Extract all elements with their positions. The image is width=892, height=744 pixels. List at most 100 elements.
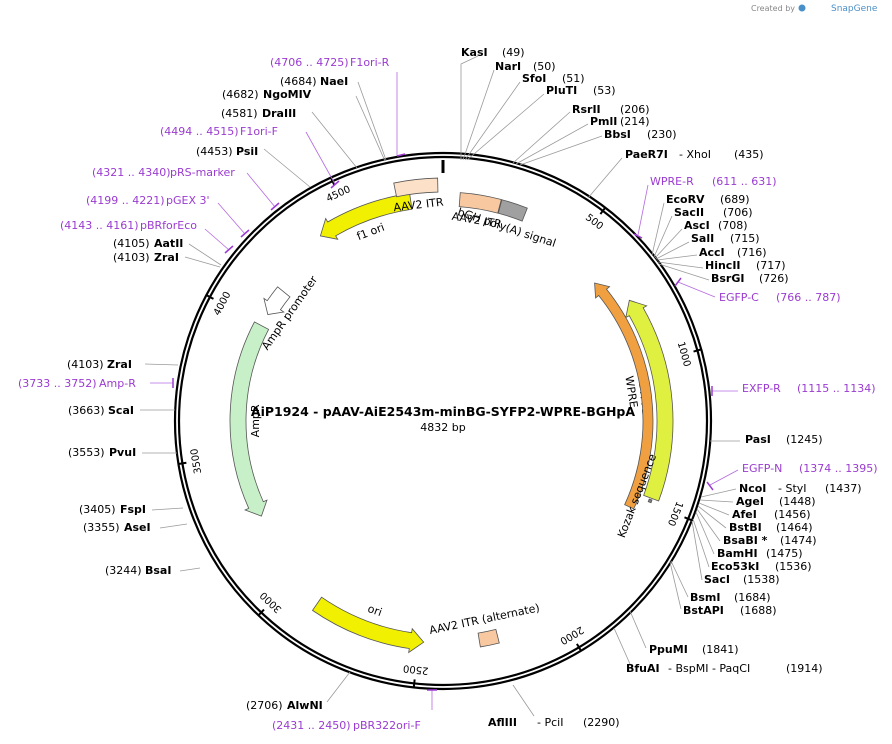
enzyme-name: AflIII (488, 716, 517, 729)
label-eco53ki[interactable]: Eco53kI (1536) (692, 518, 812, 573)
label-afei[interactable]: AfeI (1456) (698, 502, 811, 521)
feature-f1-ori[interactable] (319, 192, 413, 240)
enzyme-position: (1841) (702, 643, 739, 656)
feature-ampr-promoter[interactable] (263, 286, 291, 315)
enzyme-name: AatII (154, 237, 183, 250)
label-pgex-3[interactable]: (4199 .. 4221) pGEX 3' (86, 194, 250, 238)
label-bsai[interactable]: (3244) BsaI (105, 564, 201, 577)
enzyme-name: AfeI (732, 508, 757, 521)
label-exfp-r[interactable]: EXFP-R (1115 .. 1134) (711, 382, 876, 396)
label-bsabi[interactable]: BsaBI * (1474) (696, 508, 817, 547)
label-prs-marker[interactable]: (4321 .. 4340) pRS-marker (92, 166, 280, 211)
feature-ampr[interactable] (229, 321, 270, 517)
label-psii[interactable]: (4453) PsiI (196, 145, 311, 188)
enzyme-position: (50) (533, 60, 556, 73)
label-pbr322ori-f[interactable]: (2431 .. 2450) pBR322ori-F (272, 689, 437, 732)
feature-aav2-itr[interactable] (393, 177, 439, 198)
label-pmli[interactable]: PmlI (214) (515, 115, 650, 165)
label-fspi[interactable]: (3405) FspI (79, 503, 184, 516)
enzyme-position: (4103) (67, 358, 104, 371)
label-asci[interactable]: AscI (708) (654, 219, 748, 259)
label-scai[interactable]: (3663) ScaI (68, 404, 175, 417)
label-pvui[interactable]: (3553) PvuI (68, 446, 177, 459)
label-egfp-c[interactable]: EGFP-C (766 .. 787) (674, 277, 841, 304)
enzyme-position: (214) (620, 115, 650, 128)
primer-name: pRS-marker (170, 166, 235, 179)
feature-aav2-itr[interactable] (458, 192, 502, 214)
label-pbrforeco[interactable]: (4143 .. 4161) pBRforEco (60, 219, 234, 254)
enzyme-name: SfoI (522, 72, 546, 85)
enzyme-position: (1456) (774, 508, 811, 521)
enzyme-name: NcoI (739, 482, 766, 495)
label-ecorv[interactable]: EcoRV (689) (651, 193, 750, 256)
label-bsrgi[interactable]: BsrGI (726) (658, 263, 789, 285)
label-f1ori-r[interactable]: (4706 .. 4725) F1ori-R (270, 56, 406, 157)
primer-name: F1ori-R (350, 56, 390, 69)
feature-kozak-sequence[interactable] (647, 498, 653, 504)
label-sacii[interactable]: SacII (706) (653, 206, 753, 258)
label-ngomiv[interactable]: (4682) NgoMIV (222, 88, 386, 162)
tick-mark (205, 294, 214, 300)
feature-wpre[interactable] (594, 282, 654, 510)
enzyme-position: (3553) (68, 446, 105, 459)
enzyme-name: AseI (124, 521, 151, 534)
enzyme-name: PvuI (109, 446, 136, 459)
enzyme-position: (3244) (105, 564, 142, 577)
label-nari[interactable]: NarI (50) (462, 60, 556, 161)
primer-name: pBRforEco (140, 219, 197, 232)
enzyme-name: BsrGI (711, 272, 744, 285)
label-ncoi[interactable]: NcoI - StyI (1437) (700, 482, 862, 498)
enzyme-name: BfuAI (626, 662, 660, 675)
label-naei[interactable]: (4684) NaeI (280, 75, 387, 161)
enzyme-name: PpuMI (649, 643, 688, 656)
primer-range: (4494 .. 4515) (160, 125, 239, 138)
tick-mark (599, 207, 607, 215)
feature-ori[interactable] (311, 596, 425, 654)
label-hincii[interactable]: HincII (717) (657, 259, 786, 272)
enzyme-position: (4103) (113, 251, 150, 264)
enzyme-name: ZraI (107, 358, 132, 371)
label-kasi[interactable]: KasI (49) (460, 46, 525, 160)
label-agei[interactable]: AgeI (1448) (699, 495, 816, 508)
label-f1ori-f[interactable]: (4494 .. 4515) F1ori-F (160, 125, 340, 189)
label-sali[interactable]: SalI (715) (655, 232, 760, 260)
label-pluti[interactable]: PluTI (53) (466, 84, 616, 161)
enzyme-position: (4453) (196, 145, 233, 158)
label-amp-r[interactable]: (3733 .. 3752) Amp-R (18, 377, 174, 390)
label-bamhi[interactable]: BamHI (1475) (695, 511, 803, 560)
label-asei[interactable]: (3355) AseI (83, 521, 188, 534)
label-wpre-r[interactable]: WPRE-R (611 .. 631) (633, 175, 777, 239)
label-bstapi[interactable]: BstAPI (1688) (669, 561, 777, 617)
feature-aav2-itr-alternate[interactable] (477, 628, 500, 648)
primer-name: EGFP-N (742, 462, 782, 475)
label-afliii[interactable]: AflIII - PciI (2290) (488, 684, 620, 729)
label-egfp-n[interactable]: EGFP-N (1374 .. 1395) (706, 462, 878, 491)
label-bbsi[interactable]: BbsI (230) (519, 128, 677, 166)
label-bfuai[interactable]: BfuAI - BspMI - PaqCI (1914) (613, 627, 823, 675)
label-zrai[interactable]: (4103) ZraI (113, 251, 221, 268)
enzyme-name: BsmI (690, 591, 721, 604)
label-bsmi[interactable]: BsmI (1684) (670, 560, 771, 604)
enzyme-position: (4105) (113, 237, 150, 250)
label-sfoi[interactable]: SfoI (51) (464, 72, 585, 161)
enzyme-position: (3355) (83, 521, 120, 534)
label-draiii[interactable]: (4581) DraIII (221, 107, 358, 169)
enzyme-position: - XhoI (679, 148, 711, 161)
label-paer7i[interactable]: PaeR7I - XhoI (435) (587, 148, 764, 199)
label-pasi[interactable]: PasI (1245) (710, 433, 823, 446)
feature-bgh-poly-a-signal[interactable] (497, 199, 528, 222)
primer-name: WPRE-R (650, 175, 694, 188)
label-bstbi[interactable]: BstBI (1464) (697, 505, 813, 534)
label-xmni[interactable]: (4103) ZraI (67, 358, 179, 371)
label-acci[interactable]: AccI (716) (656, 246, 767, 261)
enzyme-name: PaeR7I (625, 148, 668, 161)
label-saci[interactable]: SacI (1538) (691, 520, 780, 586)
label-alwni[interactable]: (2706) AlwNI (246, 671, 351, 712)
enzyme-name: EcoRV (666, 193, 705, 206)
label-ppumi[interactable]: PpuMI (1841) (629, 610, 739, 656)
label-aatii[interactable]: (4105) AatII (113, 237, 222, 266)
primer-name: EXFP-R (742, 382, 781, 395)
label-rsrii[interactable]: RsrII (206) (512, 103, 650, 164)
feature-syfp2[interactable] (625, 299, 674, 502)
